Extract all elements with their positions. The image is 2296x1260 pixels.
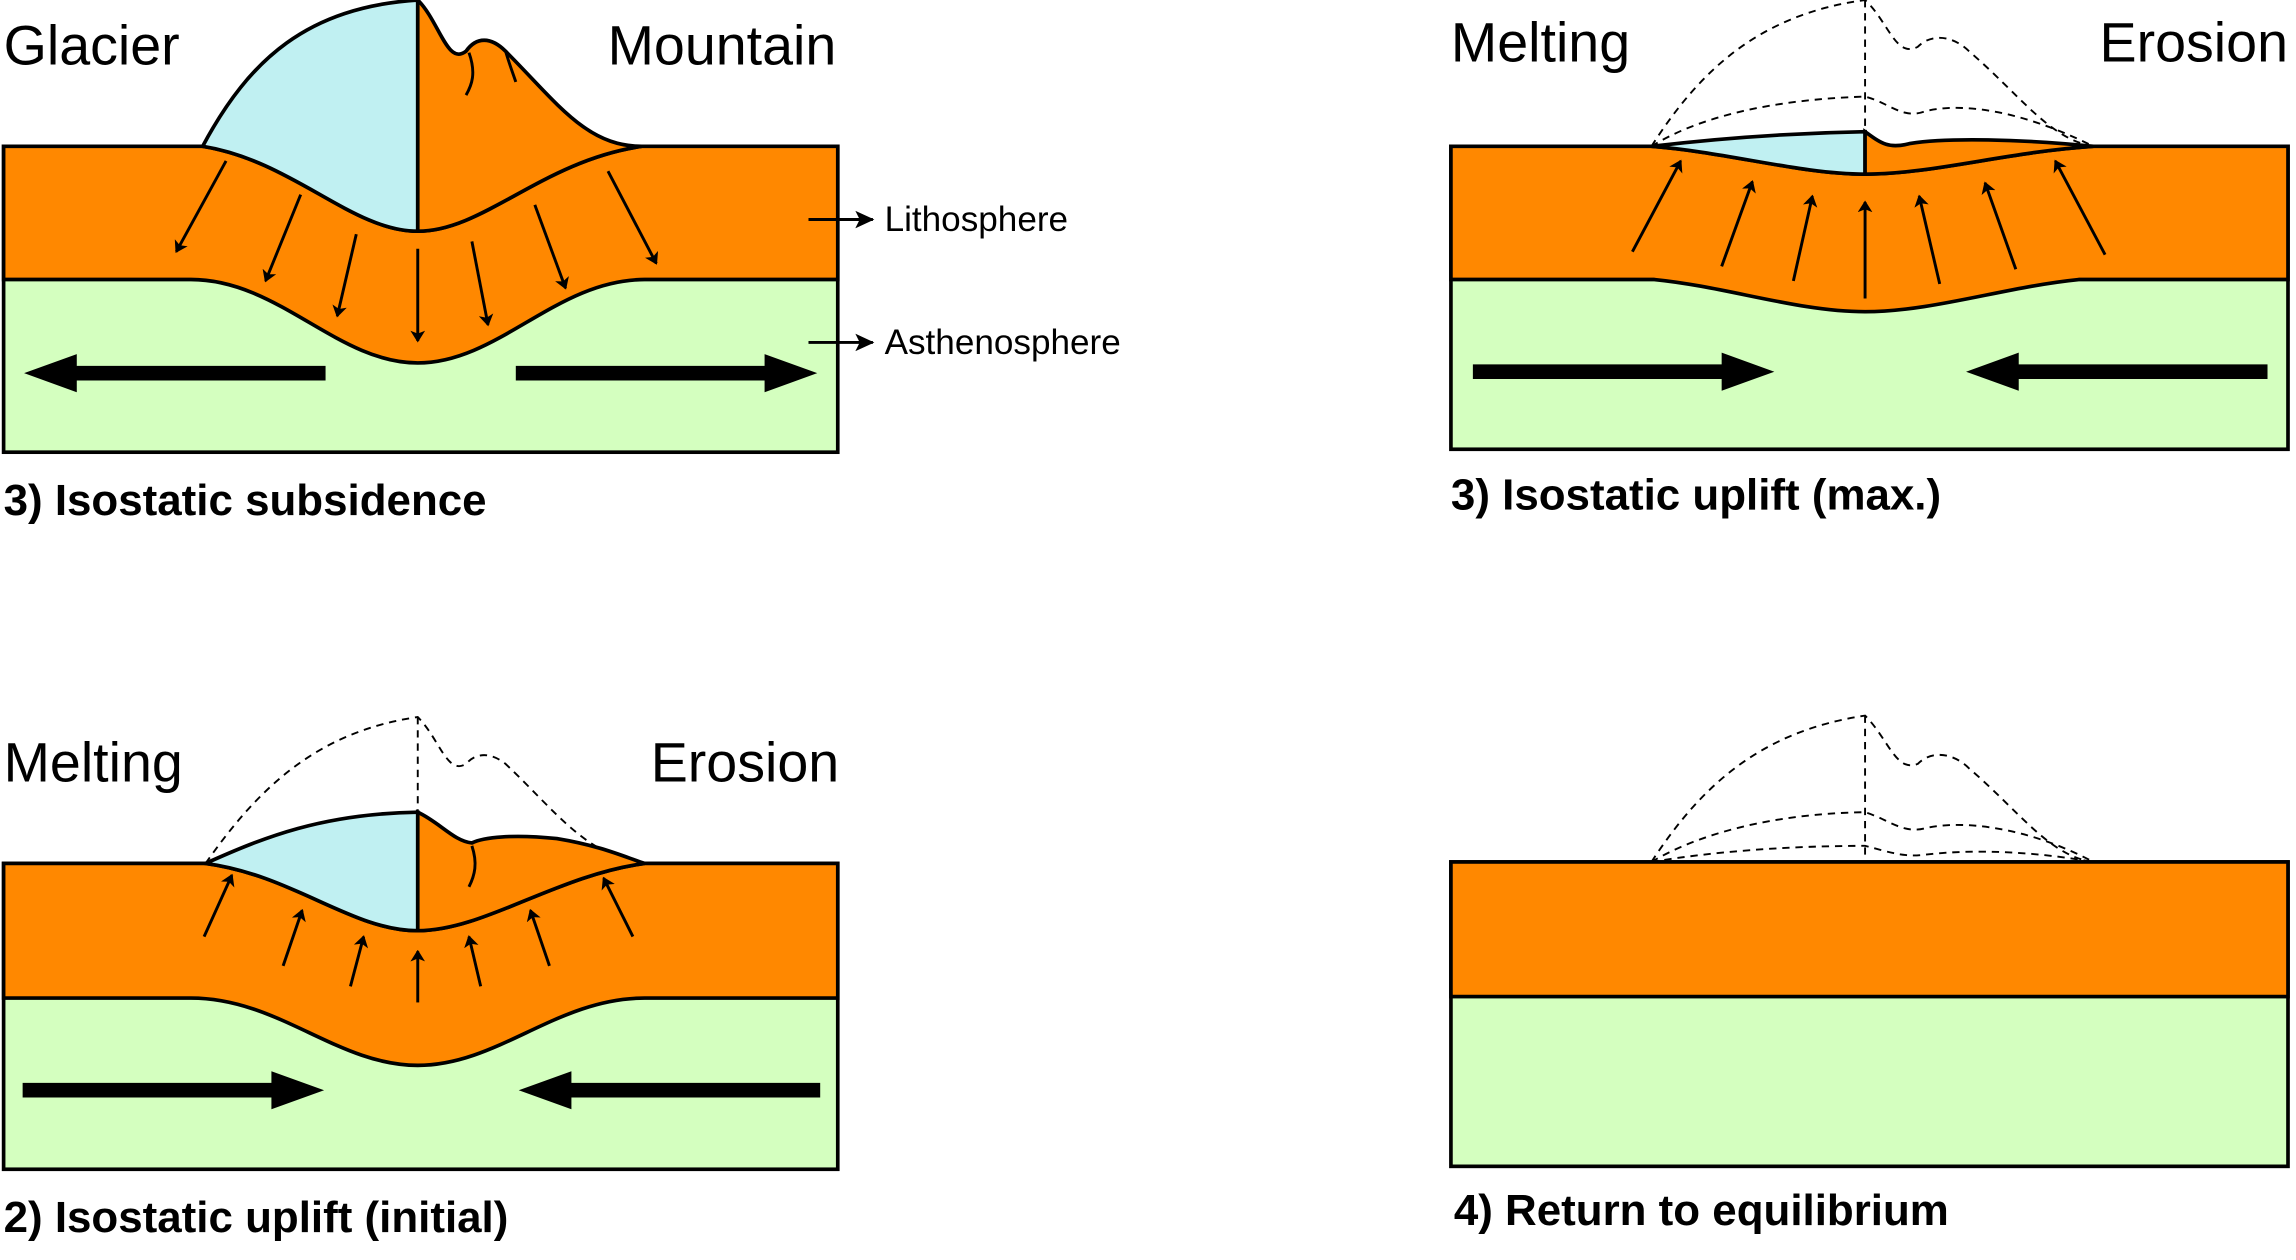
panel-title: 2) Isostatic uplift (initial) [4,1193,509,1242]
mountain-shape [415,809,646,933]
panel-equilibrium: 4) Return to equilibrium [1449,714,2290,1235]
panel-title: 3) Isostatic uplift (max.) [1451,470,1941,519]
asthenosphere-label: Asthenosphere [885,323,1121,362]
melting-label: Melting [1451,11,1630,73]
erosion-label: Erosion [2100,11,2289,73]
lithosphere-layer [1449,860,2290,999]
inward-flow-arrows [1472,352,2268,391]
mountain-label: Mountain [608,14,837,76]
outward-flow-arrows [24,354,818,393]
panel-uplift-initial: Melting Erosion 2) Isostatic uplift (ini… [1,716,840,1242]
panel-uplift-max: Melting Erosion 3) Isostatic uplift (max… [1449,0,2290,519]
panel-subsidence: Glacier Mountain Lithosphere Asthenosphe… [1,0,1121,525]
panel-title: 3) Isostatic subsidence [4,476,487,525]
erosion-label: Erosion [651,731,839,793]
inward-flow-arrows [22,1071,821,1110]
mountain-shape [415,0,642,234]
downward-force-arrows [174,160,659,343]
melting-label: Melting [4,731,183,793]
panel-title: 4) Return to equilibrium [1454,1186,1949,1235]
glacier-shape [199,0,420,234]
upward-force-arrows [1631,159,2107,299]
upward-force-arrows [202,873,635,1003]
lithosphere-label: Lithosphere [885,200,1068,239]
glacier-label: Glacier [4,14,180,76]
mountain-shape [1863,128,2094,176]
